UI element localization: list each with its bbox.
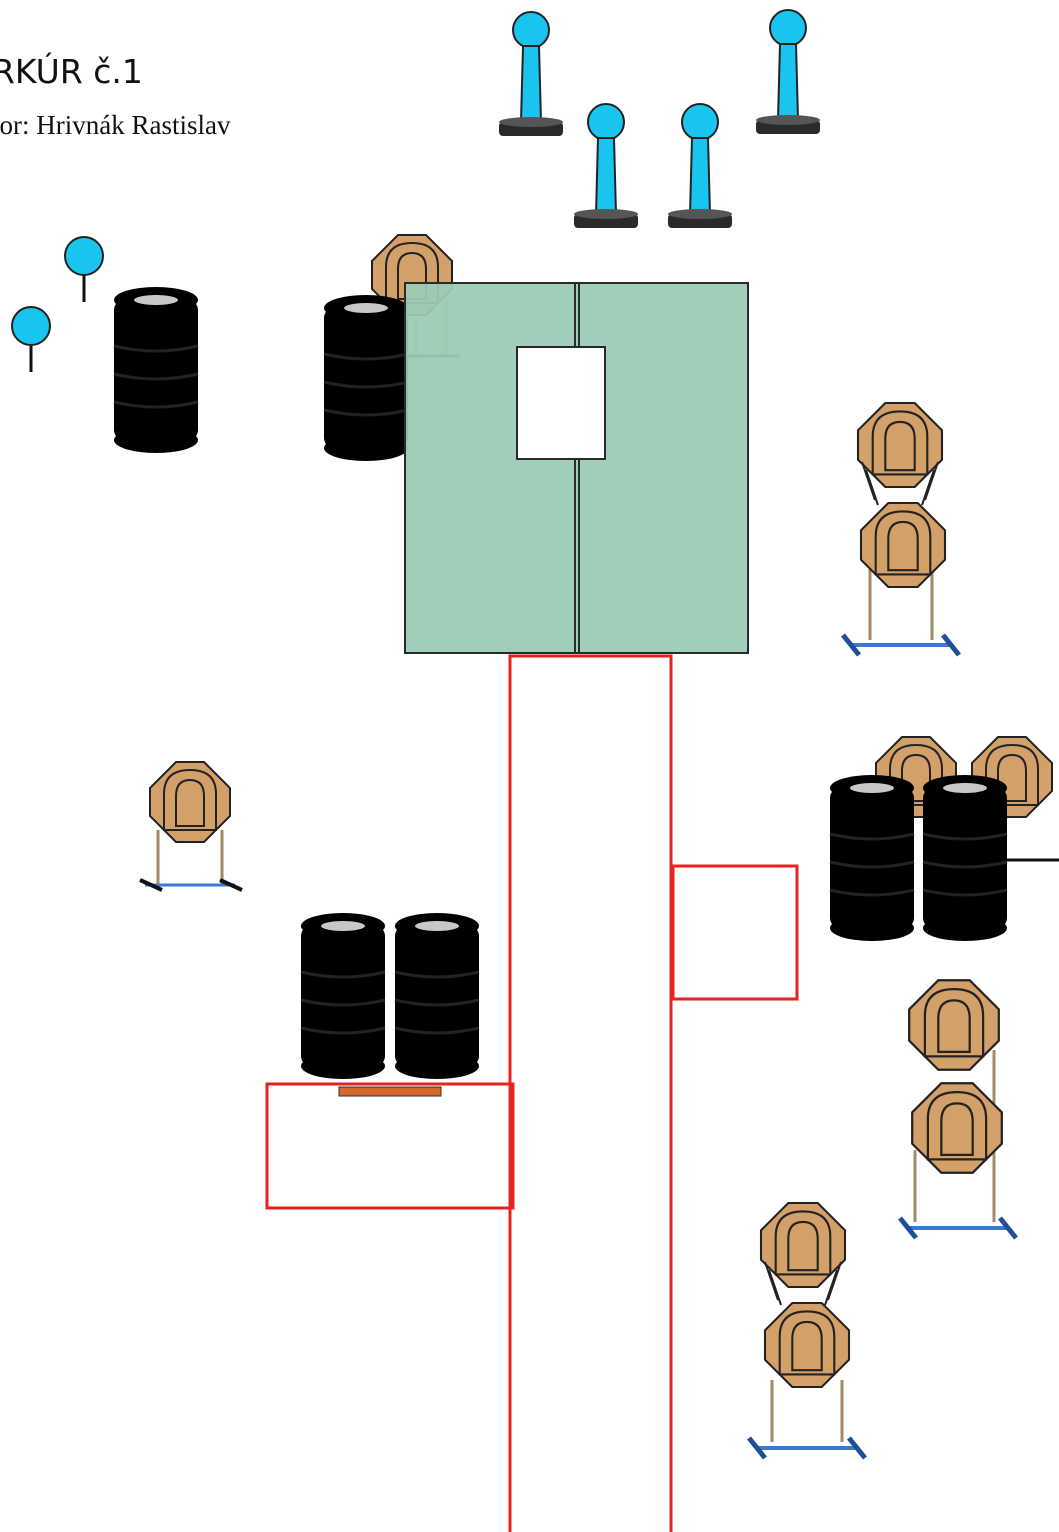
mini-popper bbox=[64, 236, 104, 302]
barrel bbox=[393, 911, 481, 1081]
steel-target bbox=[149, 761, 231, 843]
page-subtitle: tor: Hrivnák Rastislav bbox=[0, 110, 231, 140]
barrel bbox=[299, 911, 387, 1081]
steel-target bbox=[763, 1301, 851, 1389]
double-target-stand bbox=[749, 1201, 865, 1458]
barrel bbox=[322, 293, 410, 463]
fault-line bbox=[338, 1086, 442, 1097]
shooting-box-right bbox=[671, 864, 799, 1001]
steel-target bbox=[759, 1201, 847, 1289]
page-title: RKÚR č.1 bbox=[0, 52, 143, 91]
steel-target bbox=[911, 1082, 1003, 1174]
mini-popper bbox=[11, 306, 51, 372]
double-target-stand bbox=[843, 401, 959, 655]
barrel bbox=[921, 773, 1009, 943]
shooting-box-left bbox=[265, 1082, 515, 1210]
steel-target bbox=[908, 979, 1000, 1071]
popper-target bbox=[573, 103, 639, 229]
wall bbox=[404, 282, 749, 654]
barrel bbox=[112, 285, 200, 455]
wall-window bbox=[516, 346, 606, 460]
popper-target bbox=[498, 11, 564, 137]
double-target-stand bbox=[900, 979, 1016, 1238]
steel-target-stand bbox=[139, 761, 243, 892]
barrel bbox=[828, 773, 916, 943]
shooting-lane bbox=[508, 654, 673, 1532]
steel-target bbox=[856, 401, 944, 489]
popper-target bbox=[755, 9, 821, 135]
popper-target bbox=[667, 103, 733, 229]
